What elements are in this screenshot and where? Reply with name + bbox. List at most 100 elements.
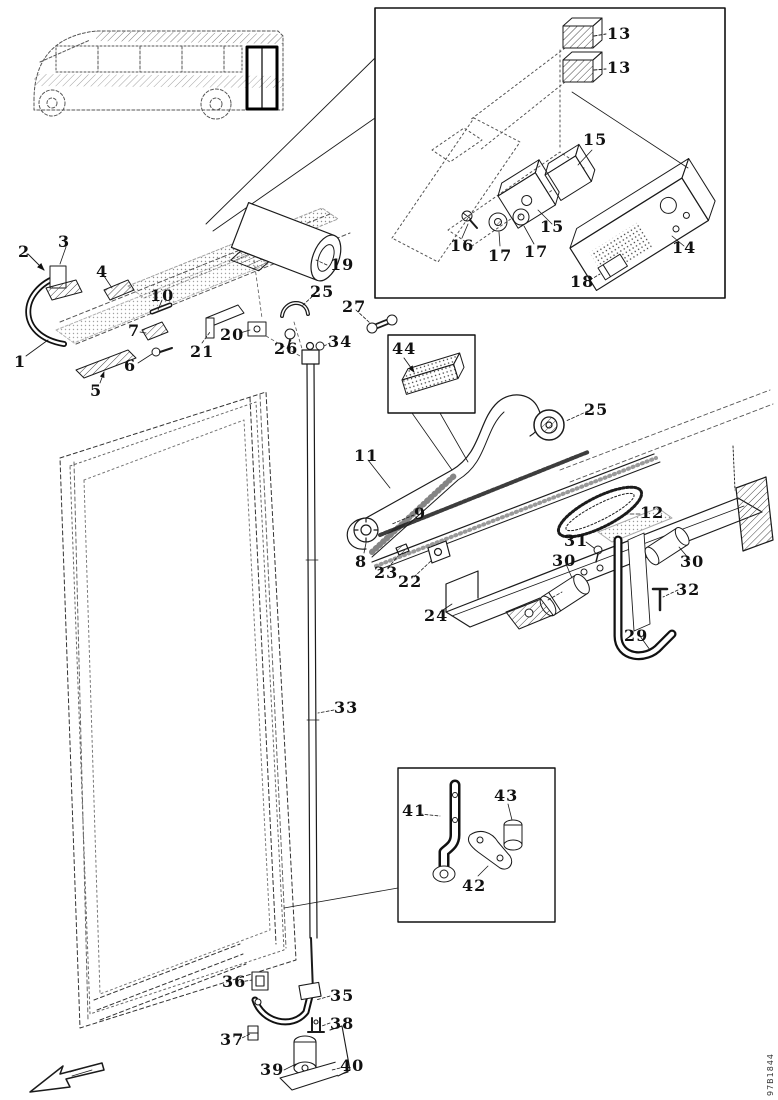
chain-9-and-sprocket-8 (353, 450, 590, 554)
bottom-rail-24 (439, 389, 774, 628)
part-callout-14: 14 (672, 238, 697, 257)
clamp-25 (280, 292, 317, 318)
roller-25 (533, 409, 589, 441)
door-engine-cylinder-19 (230, 201, 342, 282)
part-callout-15: 15 (583, 130, 608, 149)
junction-box-15-small (544, 143, 596, 201)
part-callout-29: 29 (624, 626, 649, 645)
detail-projection-lines (205, 57, 376, 232)
link-27 (355, 309, 398, 334)
part-callout-27: 27 (342, 297, 367, 316)
part-callout-32: 32 (676, 580, 701, 599)
part-callout-33: 33 (334, 698, 359, 717)
part-callout-15: 15 (540, 217, 565, 236)
part-callout-11: 11 (354, 446, 379, 465)
part-callout-13: 13 (607, 58, 632, 77)
grommet-17-right (512, 208, 530, 226)
part-callout-37: 37 (220, 1030, 245, 1049)
bottom-pivot-assembly (237, 971, 351, 1091)
damper-cylinder-30-right (644, 527, 690, 566)
screw-16 (461, 210, 478, 229)
grommet-17-left (488, 212, 508, 232)
bushing-43 (503, 803, 523, 851)
part-callout-31: 31 (564, 531, 589, 550)
part-callout-17: 17 (488, 246, 513, 265)
figure-code: 97B1844 (766, 1052, 775, 1096)
part-callout-22: 22 (398, 572, 423, 591)
part-callout-43: 43 (494, 786, 519, 805)
drive-unit-assembly (505, 485, 691, 661)
part-callout-5: 5 (90, 381, 103, 400)
part-callout-40: 40 (340, 1056, 365, 1075)
part-callout-7: 7 (128, 321, 141, 340)
inset-brackets-41-43 (283, 767, 556, 923)
clip-37 (237, 1025, 259, 1041)
part-callout-4: 4 (96, 262, 109, 281)
junction-box-15-large (497, 159, 560, 229)
pivot-arm-29 (613, 532, 677, 661)
part-callout-39: 39 (260, 1060, 285, 1079)
floor-bracket-40 (279, 1025, 351, 1091)
part-callout-41: 41 (402, 801, 427, 820)
block-20 (239, 321, 267, 337)
clip-23 (387, 543, 410, 569)
plate-4 (103, 275, 135, 301)
bolt-34 (315, 341, 331, 351)
part-callout-9: 9 (414, 504, 427, 523)
part-callout-8: 8 (355, 552, 368, 571)
part-callout-20: 20 (220, 325, 245, 344)
part-callout-34: 34 (328, 332, 353, 351)
pivot-cylinder-39 (283, 1035, 317, 1075)
part-callout-3: 3 (58, 232, 71, 251)
part-callout-1: 1 (14, 352, 27, 371)
bracket-22 (413, 540, 451, 578)
part-callout-24: 24 (424, 606, 449, 625)
bolt-26 (284, 328, 296, 349)
wedge-7 (139, 321, 169, 341)
bracket-3 (45, 246, 83, 301)
part-callout-6: 6 (124, 356, 137, 375)
pin-10 (149, 299, 173, 315)
part-callout-16: 16 (450, 236, 475, 255)
strap-bracket-42 (467, 831, 513, 877)
chain-loop-12 (556, 485, 644, 539)
bolt-6 (137, 347, 173, 364)
curved-arm-35 (251, 981, 331, 1026)
part-callout-21: 21 (190, 342, 215, 361)
part-callout-42: 42 (462, 876, 487, 895)
inset-electrical-panel (374, 7, 726, 299)
header-operator-assembly (25, 201, 398, 384)
part-callout-30: 30 (680, 552, 705, 571)
part-callout-36: 36 (222, 972, 247, 991)
bus-locator-thumbnail (33, 30, 284, 120)
part-callout-25: 25 (310, 282, 335, 301)
part-callout-13: 13 (607, 24, 632, 43)
part-callout-2: 2 (18, 242, 31, 261)
clevis-38 (307, 1017, 331, 1033)
bracket-18 (597, 253, 628, 281)
bolt-31 (585, 541, 603, 563)
guide-rail (371, 453, 661, 571)
part-callout-38: 38 (330, 1014, 355, 1033)
part-callout-10: 10 (150, 286, 175, 305)
part-callout-44: 44 (392, 339, 417, 358)
pin-32 (651, 587, 679, 612)
damper-cylinder-30-left (539, 573, 590, 617)
relay-13-upper (562, 17, 603, 49)
direction-arrow-icon (29, 1062, 105, 1093)
part-callout-35: 35 (330, 986, 355, 1005)
part-callout-30: 30 (552, 551, 577, 570)
drive-rod-33 (301, 341, 335, 993)
part-callout-25: 25 (584, 400, 609, 419)
door-panel-phantom (59, 391, 297, 1029)
highlighted-door-outline (245, 45, 279, 111)
relay-13-lower (562, 51, 603, 83)
part-callout-26: 26 (274, 339, 299, 358)
part-callout-18: 18 (570, 272, 595, 291)
clamp-36 (239, 971, 269, 991)
mount-foot (505, 591, 563, 630)
part-callout-17: 17 (524, 242, 549, 261)
bracket-21 (201, 304, 245, 344)
